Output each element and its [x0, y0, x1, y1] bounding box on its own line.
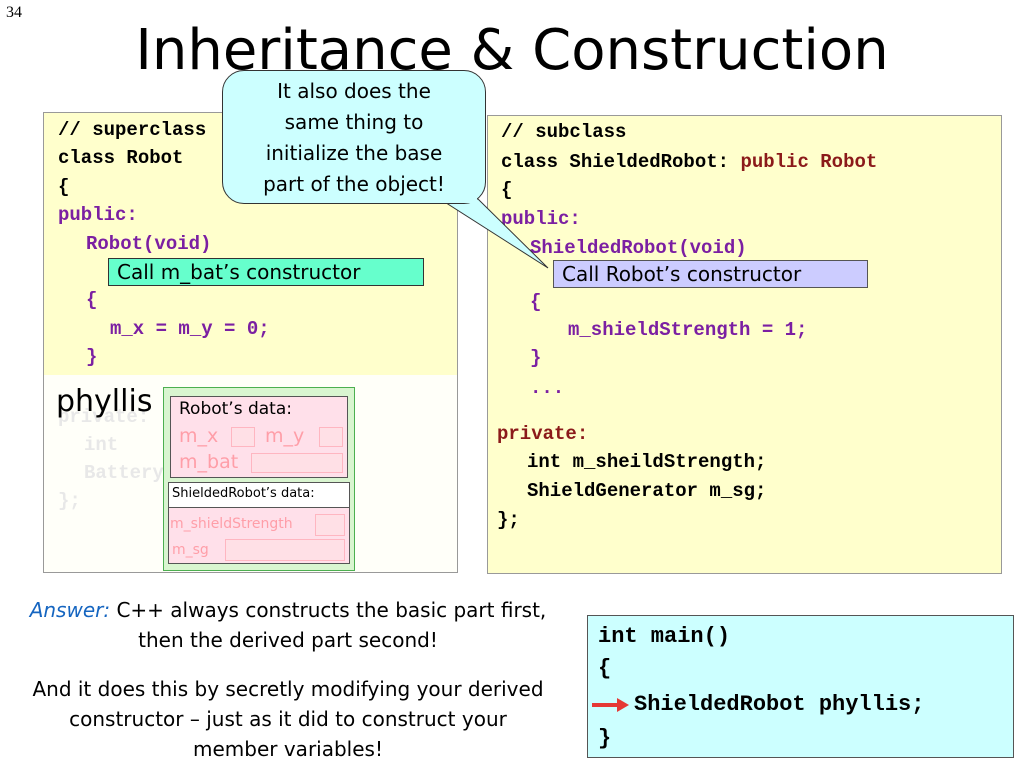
main-code-box: int main() { ShieldedRobot phyllis; }: [587, 615, 1014, 758]
code-line: }: [86, 346, 98, 368]
constructor-line: ShieldedRobot(void): [530, 237, 747, 259]
code-line: int: [84, 434, 119, 456]
code-line: ShieldGenerator m_sg;: [527, 480, 767, 502]
answer-label: Answer:: [29, 598, 111, 622]
shieldedrobot-data-header: ShieldedRobot’s data:: [172, 486, 315, 501]
answer-paragraph: Answer: C++ always constructs the basic …: [26, 595, 550, 655]
phyllis-object: Robot’s data: m_x m_y m_bat ShieldedRobo…: [163, 387, 355, 571]
code-line: // superclass: [58, 119, 207, 141]
field-value-box: [231, 427, 255, 447]
code-line: private:: [58, 406, 150, 428]
code-line: m_shieldStrength = 1;: [568, 319, 808, 341]
bubble-line: part of the object!: [263, 172, 445, 196]
code-line: {: [530, 291, 542, 313]
red-arrow-icon: [592, 698, 629, 712]
code-line: int m_sheildStrength;: [527, 451, 767, 473]
field-value-box: [225, 539, 345, 561]
page-number: 34: [6, 4, 22, 21]
code-line: {: [598, 656, 612, 681]
bubble-line: It also does the: [277, 79, 431, 103]
derived-header-bg: [169, 483, 349, 508]
code-line: {: [501, 179, 513, 201]
class-decl-text: class ShieldedRobot:: [501, 151, 741, 173]
field-label: m_y: [265, 425, 305, 447]
field-label: m_bat: [179, 451, 239, 473]
inheritance-text: public Robot: [740, 151, 878, 173]
private-label: private:: [497, 423, 589, 445]
bat-constructor-callout: Call m_bat’s constructor: [108, 258, 424, 286]
code-line: m_x = m_y = 0;: [110, 318, 270, 340]
bubble-line: same thing to: [284, 110, 424, 134]
code-line: Robot(void): [86, 233, 212, 255]
code-line: ShieldedRobot phyllis;: [634, 692, 925, 717]
code-line: Battery: [84, 462, 164, 484]
code-line: int main(): [598, 624, 731, 649]
code-line: };: [58, 490, 81, 512]
speech-bubble: It also does the same thing to initializ…: [222, 70, 486, 204]
field-label: m_x: [179, 425, 219, 447]
bubble-line: initialize the base: [265, 141, 443, 165]
code-line: class Robot: [58, 147, 184, 169]
robot-data-header: Robot’s data:: [179, 399, 292, 419]
field-value-box: [315, 514, 345, 536]
code-line: {: [86, 289, 98, 311]
tail-joint: [441, 197, 477, 203]
field-value-box: [319, 427, 343, 447]
object-name-label: phyllis: [56, 384, 153, 419]
public-label: public:: [501, 208, 581, 230]
code-comment: // subclass: [501, 121, 627, 143]
code-line: };: [497, 509, 520, 531]
shieldedrobot-data-section: ShieldedRobot’s data: m_shieldStrength m…: [168, 482, 350, 564]
code-line: public:: [58, 204, 138, 226]
robot-data-section: Robot’s data: m_x m_y m_bat: [170, 396, 348, 478]
answer-text: C++ always constructs the basic part fir…: [110, 598, 547, 652]
explanation-paragraph: And it does this by secretly modifying y…: [32, 677, 544, 761]
code-line: ...: [530, 377, 565, 399]
code-line: }: [598, 726, 612, 751]
field-label: m_shieldStrength: [170, 516, 293, 532]
field-value-box: [251, 453, 343, 473]
subclass-code-box: // subclass class ShieldedRobot: public …: [487, 115, 1002, 574]
class-declaration: class ShieldedRobot: public Robot: [501, 147, 877, 177]
code-line: }: [530, 347, 542, 369]
code-line: {: [58, 176, 70, 198]
robot-constructor-callout: Call Robot’s constructor: [553, 260, 868, 288]
field-label: m_sg: [172, 542, 209, 558]
